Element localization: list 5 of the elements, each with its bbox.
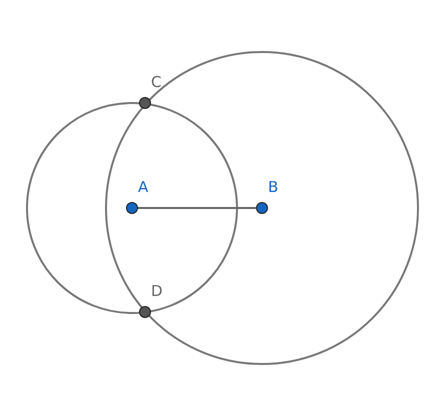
point-label: C	[151, 73, 162, 91]
point-label: A	[138, 178, 148, 196]
point-label: D	[151, 282, 163, 300]
line-segment	[138, 207, 256, 209]
point-label: B	[268, 178, 278, 196]
